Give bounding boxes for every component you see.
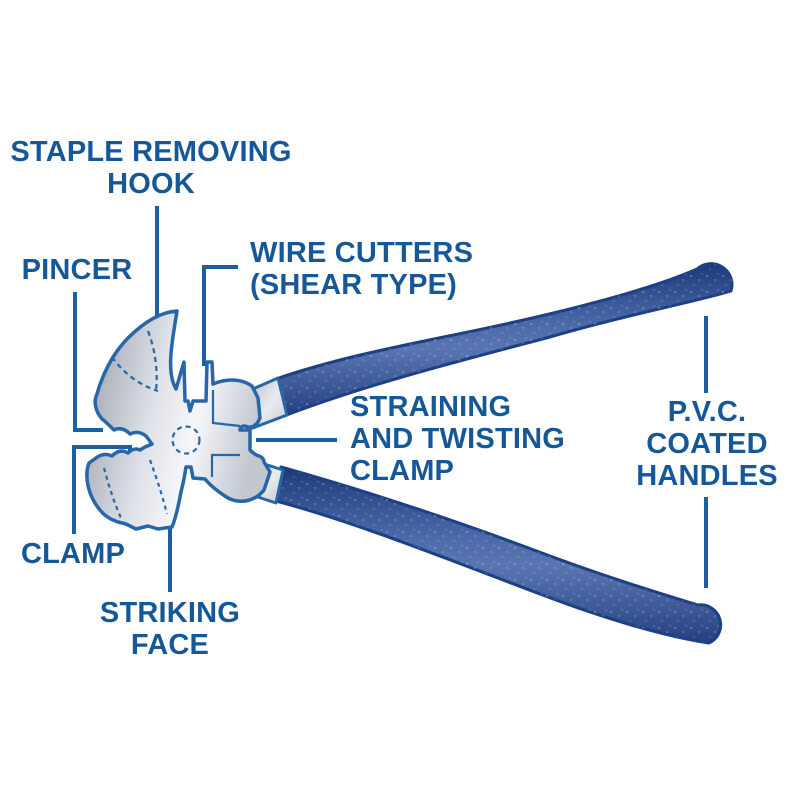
label-clamp-line1: CLAMP: [20, 538, 126, 570]
label-pvc-handles-line3: HANDLES: [636, 460, 778, 492]
label-straining-clamp-line1: STRAINING: [350, 391, 512, 423]
label-wire-cutters-line2: (SHEAR TYPE): [250, 269, 458, 301]
label-pvc-handles: P.V.C. COATED HANDLES: [617, 396, 797, 492]
leader-pincer: [73, 292, 103, 432]
label-straining-clamp-line2: AND TWISTING: [350, 423, 566, 455]
label-staple-removing-hook-line1: STAPLE REMOVING: [10, 136, 292, 168]
clamp-foot-seam-1: [102, 467, 123, 519]
label-pincer-line1: PINCER: [21, 254, 133, 286]
label-clamp: CLAMP: [8, 538, 138, 570]
label-striking-face-line1: STRIKING: [99, 597, 241, 629]
hook-seam-1: [111, 356, 159, 393]
label-striking-face: STRIKING FACE: [70, 597, 270, 661]
label-wire-cutters: WIRE CUTTERS (SHEAR TYPE): [250, 237, 473, 301]
label-straining-clamp-line3: CLAMP: [350, 455, 455, 487]
label-pvc-handles-line2: COATED: [646, 428, 768, 460]
label-striking-face-line2: FACE: [130, 629, 210, 661]
jaw-step-lower: [210, 453, 240, 477]
label-straining-clamp: STRAINING AND TWISTING CLAMP: [350, 391, 565, 487]
label-wire-cutters-line1: WIRE CUTTERS: [250, 237, 474, 269]
pivot-hole: [171, 425, 201, 455]
lower-handle-texture: [272, 467, 721, 643]
plier-head: [85, 309, 272, 531]
jaw-step-upper: [211, 390, 241, 428]
label-pincer: PINCER: [12, 254, 142, 286]
label-staple-removing-hook: STAPLE REMOVING HOOK: [0, 136, 302, 200]
upper-handle-texture: [276, 263, 732, 416]
label-staple-removing-hook-line2: HOOK: [107, 168, 195, 200]
hook-seam-2: [146, 330, 158, 392]
leader-wire-cutters: [202, 265, 238, 366]
label-pvc-handles-line1: P.V.C.: [667, 396, 747, 428]
